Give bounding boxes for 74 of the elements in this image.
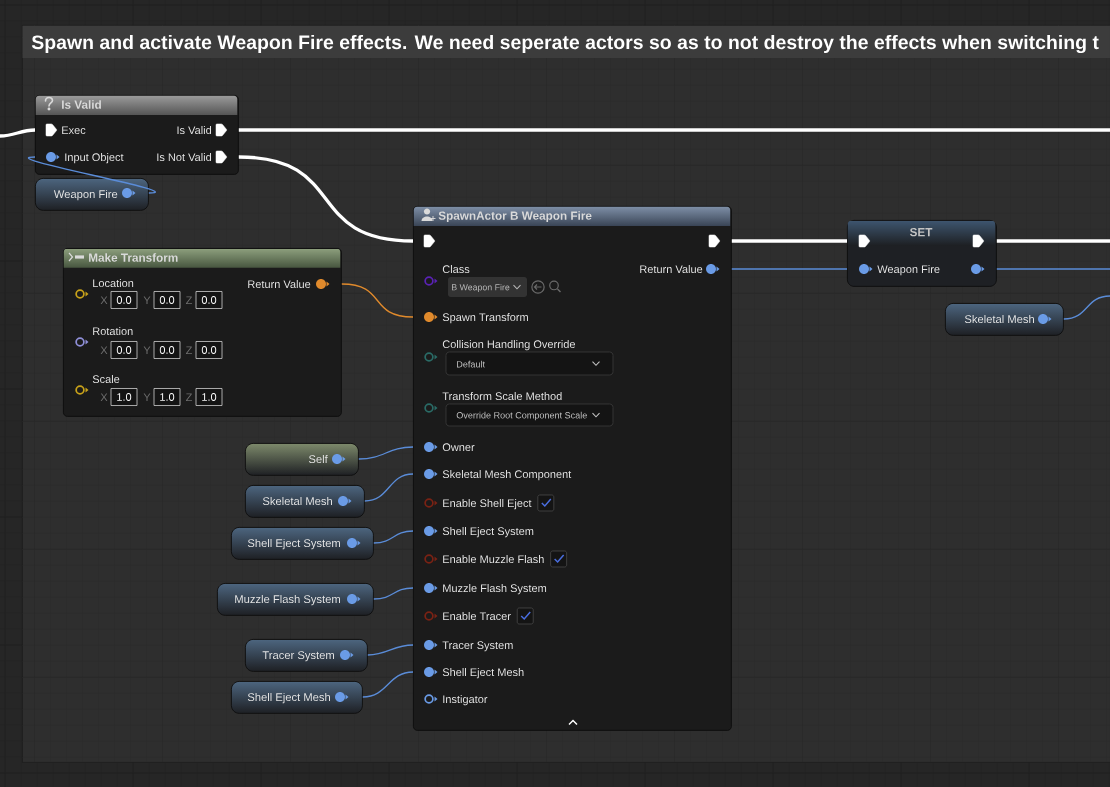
input-field: 1.0 xyxy=(110,388,138,406)
pin-label: Tracer System xyxy=(442,641,513,652)
field-label: Z xyxy=(186,296,192,304)
pin-label: Skeletal Mesh Component xyxy=(442,470,572,481)
wire xyxy=(731,268,848,270)
input-field: 1.0 xyxy=(153,388,181,406)
wire xyxy=(373,530,414,544)
pin-label: Is Valid xyxy=(177,126,212,135)
wire xyxy=(373,587,414,600)
pin-label: Enable Muzzle Flash xyxy=(443,555,544,564)
input-field: 0.0 xyxy=(110,341,138,359)
field-label: Z xyxy=(186,393,192,401)
variable-node: Self xyxy=(245,443,359,476)
pin-label: Class xyxy=(442,265,470,274)
field-label: Z xyxy=(186,346,192,354)
pin-label: Exec xyxy=(62,126,86,135)
pin-label: Shell Eject Mesh xyxy=(442,668,524,679)
pin-label: Location xyxy=(93,279,134,288)
field-label: X xyxy=(100,296,108,304)
input-field: 0.0 xyxy=(195,341,223,359)
wire xyxy=(0,128,36,138)
wire xyxy=(362,671,414,698)
variable-node: Tracer System xyxy=(245,639,368,672)
pin-label: Rotation xyxy=(93,327,133,336)
field-label: X xyxy=(100,346,108,354)
field-label: Y xyxy=(143,296,151,304)
dropdown: Default xyxy=(445,351,614,376)
dropdown: B Weapon Fire xyxy=(448,277,527,297)
wire xyxy=(731,239,847,243)
node-header: Is Valid xyxy=(62,100,101,109)
pin-label: Is Not Valid xyxy=(157,153,212,162)
wire xyxy=(1063,295,1110,320)
variable-node: Muzzle Flash System xyxy=(217,583,374,616)
variable-node: Shell Eject System xyxy=(231,527,374,560)
wire xyxy=(367,644,414,656)
input-field: 0.0 xyxy=(110,291,138,309)
pin-label: Collision Handling Override xyxy=(442,340,575,351)
wire xyxy=(238,155,414,243)
node-header: SET xyxy=(909,228,933,237)
comment-title: Spawn and activate Weapon Fire effects. We need seperate actors so as to not destroy the effects when switching t xyxy=(22,25,1110,58)
input-field: 0.0 xyxy=(153,291,181,309)
variable-node: Weapon Fire xyxy=(35,178,149,211)
pin-label: Instigator xyxy=(443,695,488,706)
input-field: 1.0 xyxy=(195,388,223,406)
input-field: 0.0 xyxy=(153,341,181,359)
dropdown: Override Root Component Scale xyxy=(445,403,614,427)
wire xyxy=(341,283,414,318)
wire xyxy=(238,128,1110,132)
pin-label: Muzzle Flash System xyxy=(443,584,547,595)
node-header: SpawnActor B Weapon Fire xyxy=(438,211,592,223)
wire xyxy=(364,473,414,502)
input-field: 0.0 xyxy=(195,291,223,309)
pin-label: Scale xyxy=(92,375,120,384)
variable-node: Shell Eject Mesh xyxy=(231,681,363,714)
pin-label: Enable Shell Eject xyxy=(443,499,532,510)
field-label: Y xyxy=(143,393,151,401)
pin-label: Enable Tracer xyxy=(443,612,511,621)
pin-label: Weapon Fire xyxy=(877,265,940,276)
pin-label: Spawn Transform xyxy=(442,313,528,324)
pin-label: Return Value xyxy=(248,280,311,289)
variable-node: Skeletal Mesh xyxy=(945,303,1064,336)
pin-label: Owner xyxy=(442,443,475,452)
pin-label: Input Object xyxy=(65,153,124,164)
pin-label: Return Value xyxy=(640,265,703,274)
pin-label: Shell Eject System xyxy=(442,527,534,538)
wire xyxy=(996,239,1110,243)
pin-label: Transform Scale Method xyxy=(442,392,562,401)
wire xyxy=(358,446,414,460)
field-label: X xyxy=(100,393,108,401)
wire xyxy=(28,156,156,194)
field-label: Y xyxy=(143,346,151,354)
variable-node: Skeletal Mesh xyxy=(245,485,365,518)
wire xyxy=(996,268,1110,270)
node-header: Make Transform xyxy=(89,253,178,262)
